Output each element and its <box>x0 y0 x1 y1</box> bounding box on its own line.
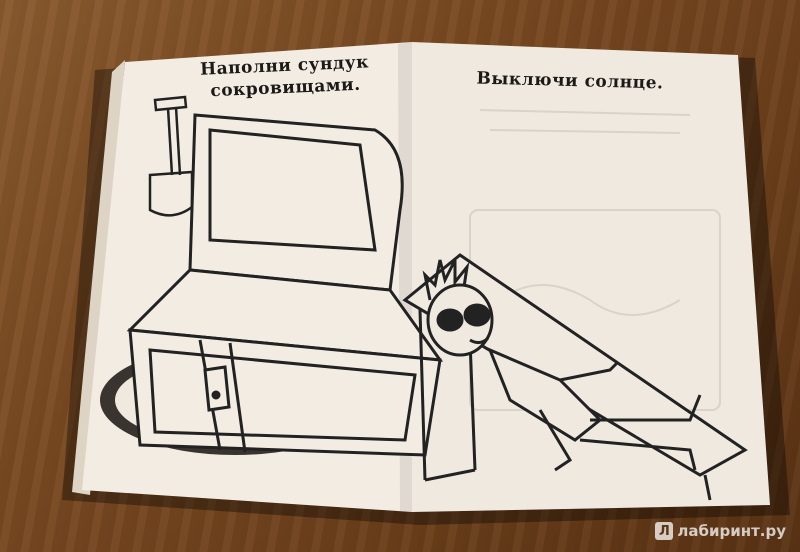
page-stack-edge <box>72 60 125 495</box>
sunbather-drawing <box>402 253 748 501</box>
labirint-logo-icon: Л <box>655 522 674 540</box>
watermark-text: лабиринт.ру <box>677 522 786 540</box>
right-page <box>412 42 770 512</box>
labirint-watermark: Л лабиринт.ру <box>655 522 786 540</box>
treasure-chest-drawing <box>100 113 444 457</box>
